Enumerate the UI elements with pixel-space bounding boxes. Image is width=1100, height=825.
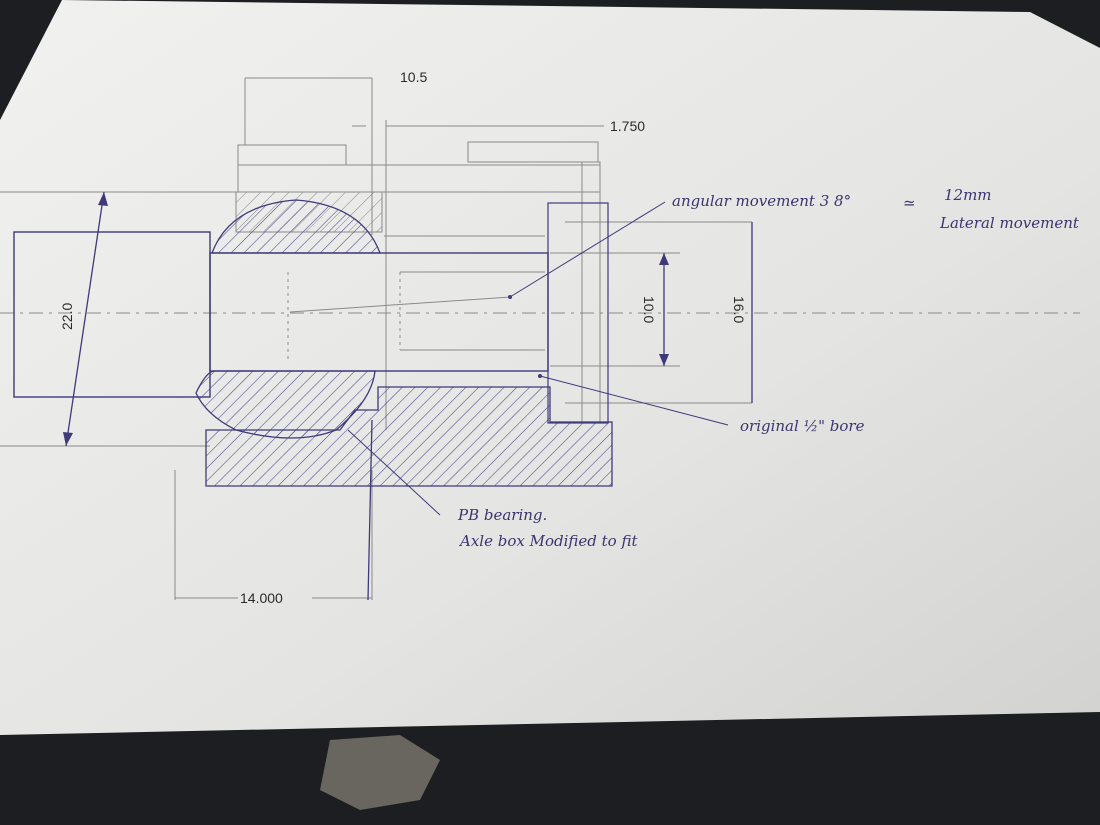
table-reflection xyxy=(320,735,440,810)
note-approx-sign: ≃ xyxy=(903,194,916,212)
note-original-bore: original ½" bore xyxy=(740,417,865,435)
dim-left-height: 22.0 xyxy=(59,303,75,330)
note-axle-box: Axle box Modified to fit xyxy=(458,532,638,550)
dim-top-width: 10.5 xyxy=(400,69,427,85)
leader-lines xyxy=(289,201,729,516)
note-pb-bearing: PB bearing. xyxy=(457,506,547,524)
axle-box-lower xyxy=(205,202,613,487)
dim-top-offset: 1.750 xyxy=(610,118,645,134)
paper-sheet xyxy=(0,0,1100,735)
note-lateral-movement: Lateral movement xyxy=(939,214,1080,232)
note-angular-value: 12mm xyxy=(944,186,992,204)
dim-right-bore: 10.0 xyxy=(641,296,657,323)
dimension-lines xyxy=(63,191,753,601)
dim-right-outer: 16.0 xyxy=(731,296,747,323)
dim-bottom-length: 14.000 xyxy=(240,590,283,606)
spherical-bearing xyxy=(195,199,381,439)
note-angular-movement: angular movement 3 8° xyxy=(672,192,851,210)
construction-lines xyxy=(0,77,752,600)
